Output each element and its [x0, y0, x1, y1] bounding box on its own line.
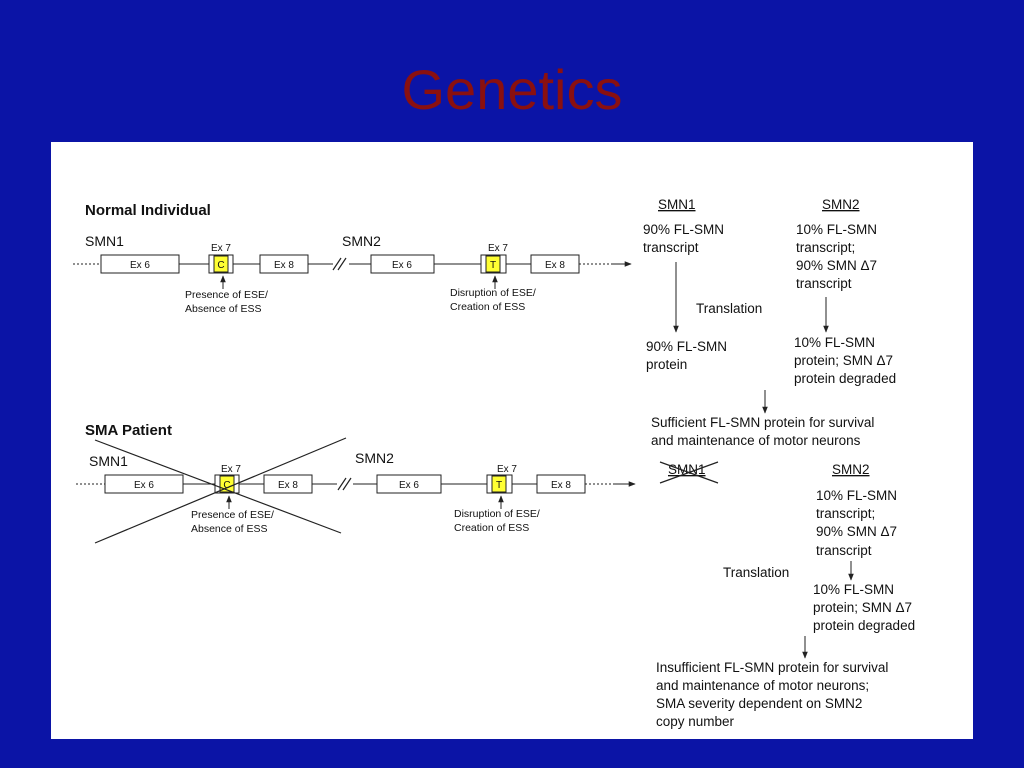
exon-6-box	[100, 254, 180, 274]
col2-transcript-line3: 90% SMN Δ7	[816, 524, 897, 539]
col1-deleted-heading: SMN1	[659, 461, 719, 484]
smn2-note-line2: Creation of ESS	[454, 522, 529, 534]
exon-7-label: Ex 7	[488, 243, 508, 254]
exon-6-box	[376, 474, 442, 494]
patient-section: SMA Patient SMN1 SMN2 Ex 6 C Ex 7 Ex 8 P…	[76, 422, 915, 729]
col2-heading: SMN2	[822, 197, 860, 212]
smn1-note-line1: Presence of ESE/	[185, 289, 268, 301]
col2-transcript-line3: 90% SMN Δ7	[796, 258, 877, 273]
exon-7-base-highlight	[213, 255, 229, 273]
col2-protein-line2: protein; SMN Δ7	[813, 600, 912, 615]
break-mark	[332, 257, 342, 271]
col2-transcript-line1: 10% FL-SMN	[796, 222, 877, 237]
col2-transcript-line1: 10% FL-SMN	[816, 488, 897, 503]
translation-label: Translation	[696, 301, 762, 316]
exon-7-base: T	[496, 480, 502, 491]
exon-7-base-highlight	[485, 255, 501, 273]
outcome-line2: and maintenance of motor neurons;	[656, 678, 869, 693]
outcome-line1: Sufficient FL-SMN protein for survival	[651, 415, 874, 430]
col2-protein-line3: protein degraded	[794, 371, 896, 386]
exon-7-label: Ex 7	[221, 464, 241, 475]
normal-section: Normal Individual SMN1 SMN2 Ex 6 C Ex 7 …	[73, 197, 896, 448]
col2-protein-line1: 10% FL-SMN	[813, 582, 894, 597]
smn1-note-line2: Absence of ESS	[185, 303, 261, 315]
diagram-panel: Normal Individual SMN1 SMN2 Ex 6 C Ex 7 …	[51, 142, 973, 739]
normal-heading: Normal Individual	[85, 202, 211, 219]
patient-heading: SMA Patient	[85, 422, 172, 439]
exon-7-base: C	[223, 480, 230, 491]
smn1-note-line2: Absence of ESS	[191, 523, 267, 535]
col2-protein-line2: protein; SMN Δ7	[794, 353, 893, 368]
normal-smn1-label: SMN1	[85, 233, 124, 249]
col1-heading: SMN1	[658, 197, 696, 212]
normal-smn2-gene: Ex 6 T Ex 7 Ex 8 Disruption of ESE/ Crea…	[349, 243, 632, 313]
exon-7-base-highlight	[491, 475, 507, 493]
smn2-note-line2: Creation of ESS	[450, 301, 525, 313]
exon-8-label: Ex 8	[274, 260, 294, 271]
exon-7-label: Ex 7	[211, 243, 231, 254]
slide-title: Genetics	[401, 58, 623, 121]
smn2-note-line1: Disruption of ESE/	[454, 508, 540, 520]
col2-heading: SMN2	[832, 462, 870, 477]
col1-protein-line2: protein	[646, 357, 687, 372]
exon-6-label: Ex 6	[392, 260, 412, 271]
translation-label: Translation	[723, 565, 789, 580]
exon-8-label: Ex 8	[278, 480, 298, 491]
exon-6-label: Ex 6	[134, 480, 154, 491]
col2-transcript-line2: transcript;	[816, 506, 875, 521]
exon-8-box	[536, 474, 586, 494]
col1-heading: SMN1	[668, 462, 706, 477]
exon-7-base: T	[490, 260, 496, 271]
patient-smn1-gene: Ex 6 C Ex 7 Ex 8 Presence of ESE/ Absenc…	[76, 437, 352, 544]
outcome-line2: and maintenance of motor neurons	[651, 433, 861, 448]
outcome-line3: SMA severity dependent on SMN2	[656, 696, 862, 711]
patient-smn2-gene: Ex 6 T Ex 7 Ex 8 Disruption of ESE/ Crea…	[353, 464, 636, 534]
break-mark	[337, 477, 347, 491]
exon-7-label: Ex 7	[497, 464, 517, 475]
col1-transcript-line2: transcript	[643, 240, 699, 255]
col2-transcript-line4: transcript	[816, 543, 872, 558]
exon-6-box	[104, 474, 184, 494]
exon-6-box	[370, 254, 435, 274]
smn1-note-line1: Presence of ESE/	[191, 509, 274, 521]
smn2-note-line1: Disruption of ESE/	[450, 287, 536, 299]
exon-8-label: Ex 8	[545, 260, 565, 271]
col2-transcript-line4: transcript	[796, 276, 852, 291]
break-mark	[342, 477, 352, 491]
normal-smn1-gene: Ex 6 C Ex 7 Ex 8 Presence of ESE/ Absenc…	[73, 243, 347, 315]
patient-smn2-label: SMN2	[355, 450, 394, 466]
exon-8-box	[530, 254, 580, 274]
deletion-cross	[94, 439, 342, 534]
break-mark	[337, 257, 347, 271]
col1-transcript-line1: 90% FL-SMN	[643, 222, 724, 237]
exon-8-label: Ex 8	[551, 480, 571, 491]
exon-6-label: Ex 6	[130, 260, 150, 271]
exon-6-label: Ex 6	[399, 480, 419, 491]
strike-mark	[659, 461, 719, 484]
normal-smn2-label: SMN2	[342, 233, 381, 249]
outcome-line4: copy number	[656, 714, 735, 729]
exon-7-base: C	[217, 260, 224, 271]
exon-8-box	[259, 254, 309, 274]
outcome-line1: Insufficient FL-SMN protein for survival	[656, 660, 888, 675]
col2-protein-line3: protein degraded	[813, 618, 915, 633]
deletion-cross	[94, 437, 347, 544]
patient-smn1-label: SMN1	[89, 453, 128, 469]
col2-protein-line1: 10% FL-SMN	[794, 335, 875, 350]
col2-transcript-line2: transcript;	[796, 240, 855, 255]
col1-protein-line1: 90% FL-SMN	[646, 339, 727, 354]
exon-8-box	[263, 474, 313, 494]
smn-diagram: Normal Individual SMN1 SMN2 Ex 6 C Ex 7 …	[73, 197, 915, 729]
